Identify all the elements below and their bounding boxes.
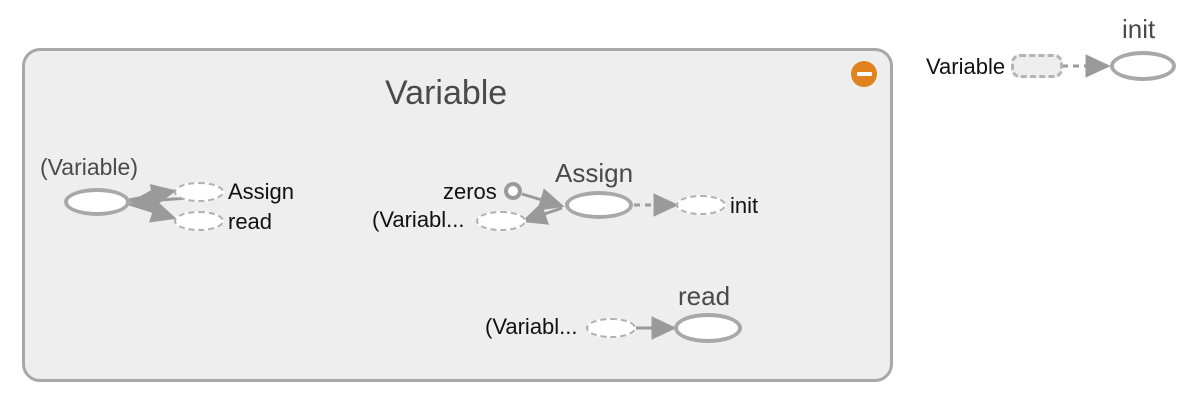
collapsed-variable-node[interactable] [1011, 54, 1063, 78]
minus-bar [856, 72, 872, 76]
init-ref-label: init [730, 193, 759, 218]
assign-input-variable-node[interactable] [476, 211, 526, 231]
collapsed-init-node[interactable] [1110, 51, 1176, 81]
assign-ref-node[interactable] [174, 182, 224, 202]
collapsed-init-label: init [1122, 14, 1156, 44]
variable-source-node[interactable] [64, 188, 130, 216]
read-node[interactable] [674, 313, 742, 343]
read-ref-node[interactable] [174, 211, 224, 231]
zeros-label: zeros [443, 179, 497, 204]
read-group-title: read [678, 281, 731, 311]
read-input-variable-node[interactable] [586, 318, 636, 338]
assign-group-title: Assign [555, 158, 634, 188]
zeros-node[interactable] [504, 182, 522, 200]
read-ref-label: read [228, 209, 273, 234]
assign-ref-label: Assign [228, 179, 295, 204]
init-ref-node[interactable] [676, 195, 726, 215]
variable-source-label: (Variable) [40, 154, 138, 180]
assign-input-variable-label: (Variabl... [372, 207, 465, 232]
read-input-variable-label: (Variabl... [485, 314, 578, 339]
group-title: Variable [385, 74, 508, 112]
assign-node[interactable] [565, 191, 633, 219]
collapsed-variable-label: Variable [926, 54, 1006, 79]
minus-circle-icon[interactable] [851, 61, 877, 87]
